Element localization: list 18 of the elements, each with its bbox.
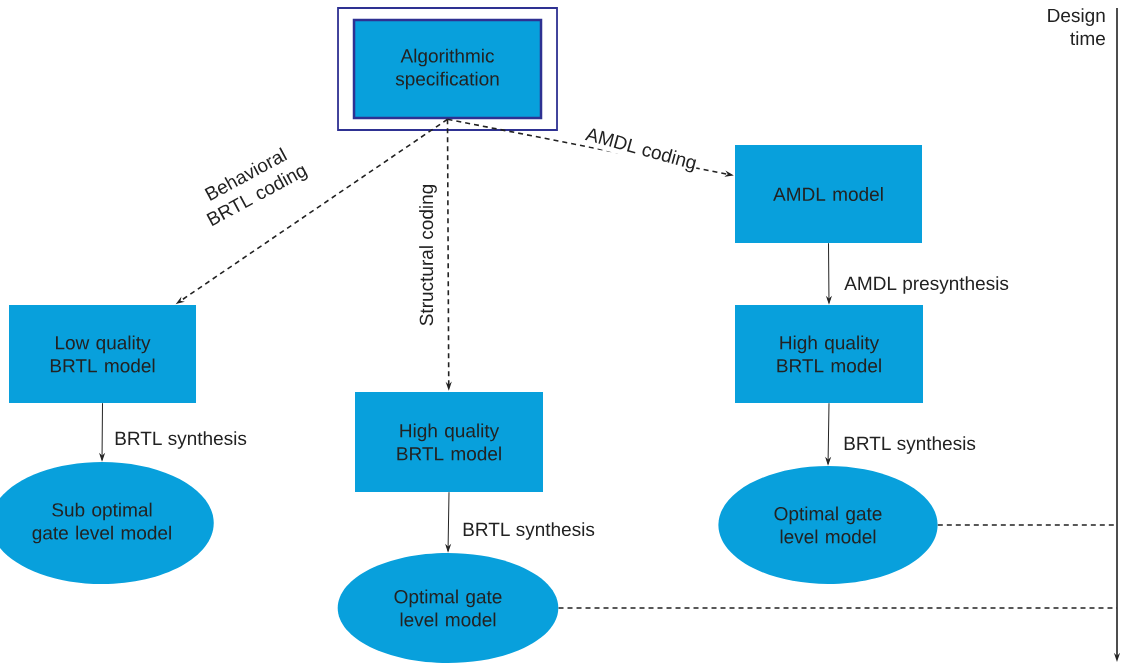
arrow xyxy=(445,491,451,552)
axis-label: Design time xyxy=(1048,8,1105,46)
process-box: Low quality BRTL model xyxy=(9,305,196,403)
edge-label: Structural coding xyxy=(418,182,438,328)
process-box: High quality BRTL model xyxy=(355,392,543,492)
edge-label: AMDL presynthesis xyxy=(843,275,1010,295)
edge-label: BRTL synthesis xyxy=(461,521,596,541)
process-box: AMDL model xyxy=(735,145,922,243)
arrow xyxy=(99,402,105,461)
arrow xyxy=(825,402,831,465)
specification-box: Algorithmic specification xyxy=(337,7,558,131)
edge-label: AMDL coding xyxy=(582,125,700,175)
edge-label: BRTL synthesis xyxy=(842,435,977,455)
ellipse-node: Optimal gate level model xyxy=(718,466,938,584)
process-box: High quality BRTL model xyxy=(735,305,923,403)
ellipse-node: Optimal gate level model xyxy=(337,553,559,663)
arrow xyxy=(826,242,832,304)
edge-label: BRTL synthesis xyxy=(113,430,248,450)
